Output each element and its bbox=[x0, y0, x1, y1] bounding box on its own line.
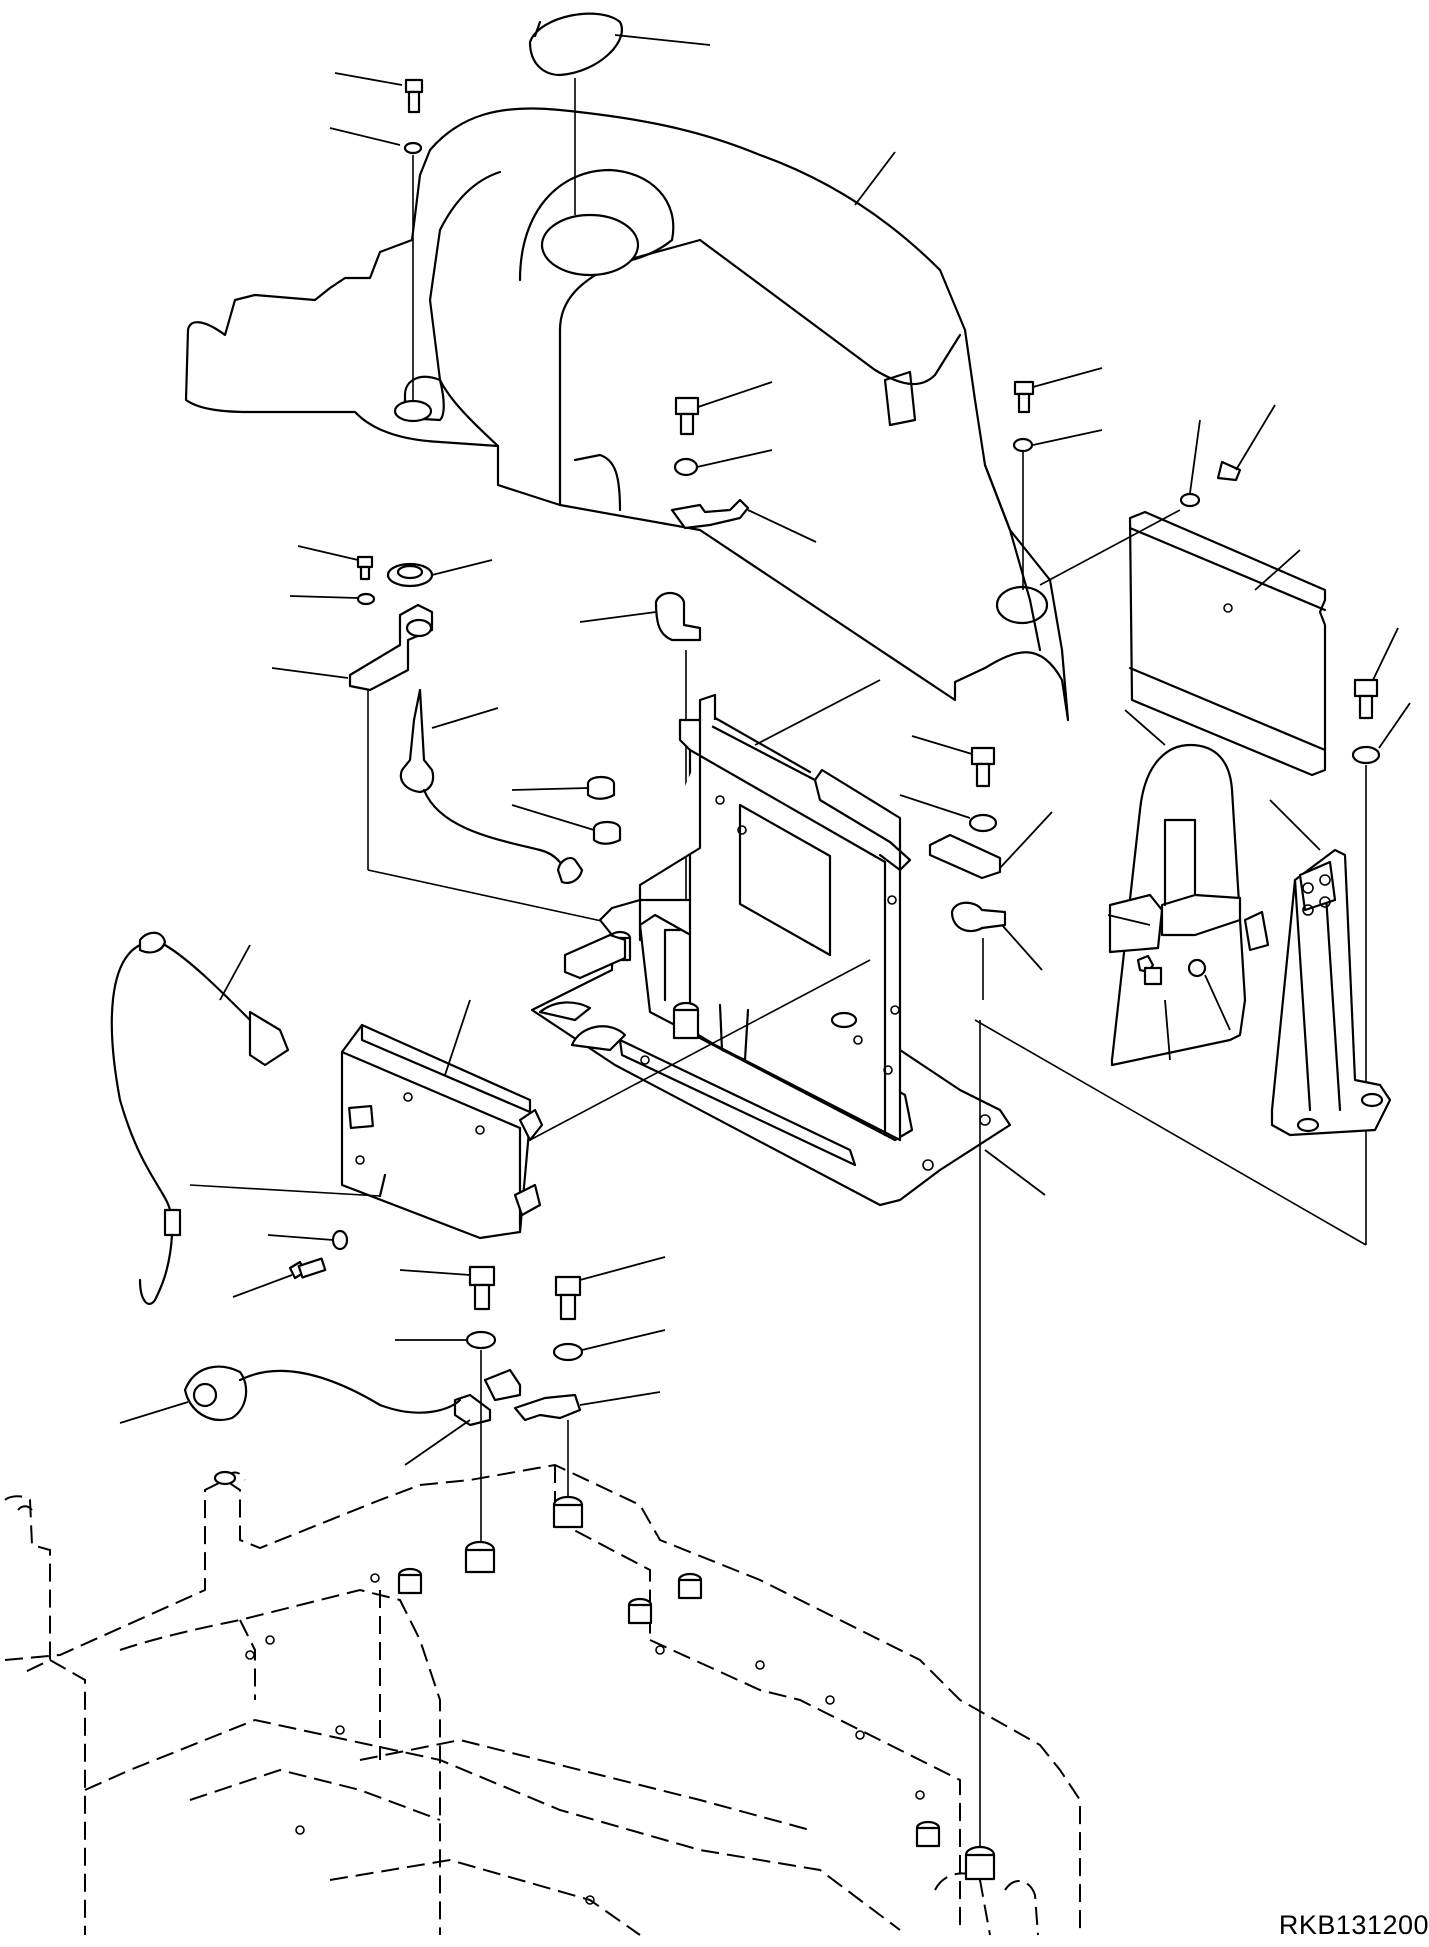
key-switch bbox=[119, 1365, 462, 1424]
retaining-ring bbox=[528, 12, 711, 215]
lower-left-stack bbox=[395, 1265, 522, 1545]
bolt-washer-top-left bbox=[329, 72, 424, 400]
wiring-harness bbox=[110, 931, 290, 1305]
right-clip-stack bbox=[899, 735, 1053, 1000]
console-cover bbox=[184, 107, 1070, 722]
center-fastener-stack bbox=[579, 381, 817, 1000]
controller-fasteners bbox=[232, 1229, 349, 1298]
lower-right-stack bbox=[513, 1256, 666, 1500]
gusset-bracket bbox=[974, 799, 1392, 1246]
bolt-washer-top-right bbox=[1012, 367, 1103, 590]
right-plate bbox=[1039, 404, 1411, 1245]
cover-leader bbox=[854, 151, 896, 206]
drawing-number: RKB131200 bbox=[1278, 1910, 1429, 1940]
controller-unit bbox=[189, 959, 871, 1240]
side-shield bbox=[1107, 709, 1247, 1067]
machine-frame bbox=[4, 1463, 1081, 1936]
hose-clamps bbox=[511, 775, 622, 845]
mounting-bracket bbox=[530, 679, 1046, 1855]
left-antenna-stack bbox=[271, 545, 621, 926]
